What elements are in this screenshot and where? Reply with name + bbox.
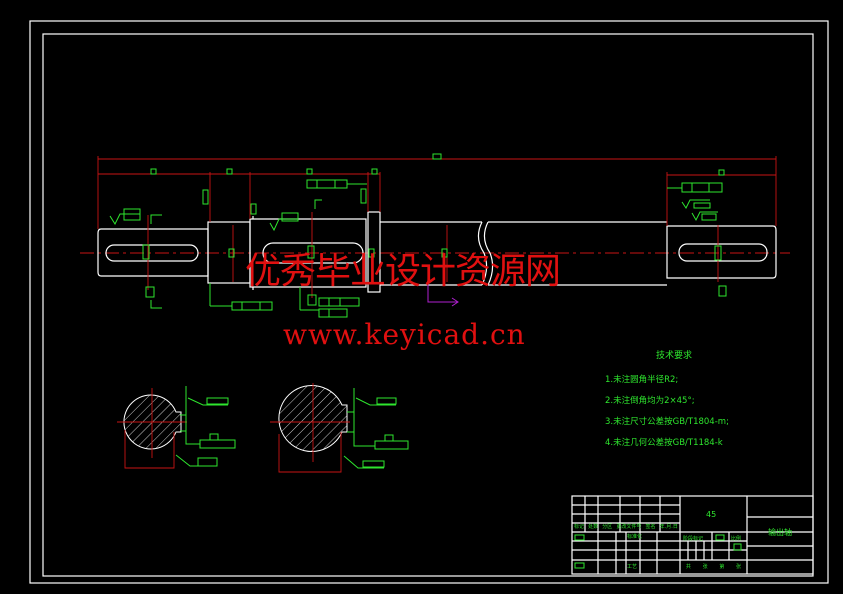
ratio-label: 比例 (731, 536, 742, 542)
sheet-label: 张 (736, 564, 742, 570)
section-view-b (270, 383, 409, 473)
watermark-url: www.keyicad.cn (283, 318, 526, 351)
process-label: 工艺 (627, 564, 638, 570)
stage-mark-label: 阶段标记 (683, 536, 704, 542)
header-cell: 签名 (645, 524, 656, 530)
header-cell: 年.月.日 (659, 524, 678, 530)
header-cell: 分区 (602, 524, 613, 530)
standardization-label: 标准化 (627, 534, 643, 540)
header-cell: 更改文件号 (616, 524, 642, 530)
tech-requirement-item: 4.未注几何公差按GB/T1184-k (605, 438, 723, 448)
dimension-lines (97, 153, 777, 298)
inner-frame (42, 33, 814, 577)
tech-requirement-item: 3.未注尺寸公差按GB/T1804-m; (605, 417, 729, 427)
header-cell: 标记 (574, 524, 585, 530)
sheet-count: 共 张 第 张 (680, 563, 747, 570)
tech-requirement-item: 2.未注倒角均为2×45°; (605, 396, 695, 406)
section-view-a (117, 386, 236, 469)
tech-requirements-list: 1.未注圆角半径R2; 2.未注倒角均为2×45°; 3.未注尺寸公差按GB/T… (605, 370, 729, 454)
sheet-label: 第 (719, 564, 725, 570)
part-name: 输出轴 (768, 528, 792, 537)
tech-requirements-heading: 技术要求 (656, 351, 693, 361)
tolerance-annotations (109, 179, 727, 318)
watermark-title: 优秀毕业设计资源网 (245, 251, 561, 292)
tech-requirement-item: 1.未注圆角半径R2; (605, 375, 679, 385)
title-block (571, 495, 814, 575)
ucs-icon (427, 278, 459, 307)
shaft-outline (97, 211, 777, 293)
sheet-label: 张 (702, 564, 708, 570)
sheet-label: 共 (685, 564, 691, 570)
title-block-header-row: 标记 处数 分区 更改文件号 签名 年.月.日 (572, 523, 680, 530)
header-cell: 处数 (588, 524, 599, 530)
outer-frame (29, 20, 829, 584)
material-label: 45 (706, 510, 717, 519)
